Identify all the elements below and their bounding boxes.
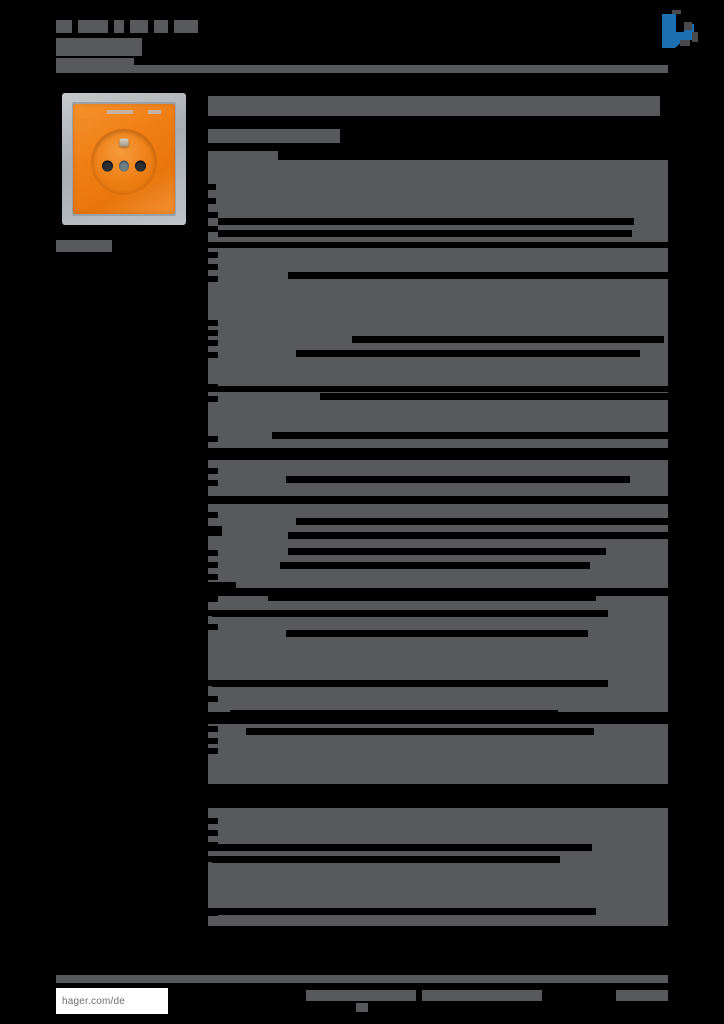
table-cell-mask — [272, 432, 672, 439]
table-cell-mask — [208, 468, 218, 474]
header-text-block — [174, 20, 198, 33]
table-cell-mask — [208, 264, 218, 270]
table-cell-mask — [338, 218, 634, 225]
table-cell-mask — [208, 830, 218, 836]
table-row — [208, 248, 688, 390]
table-cell-mask — [246, 728, 594, 735]
table-cell-mask — [208, 574, 218, 580]
page-title — [208, 96, 660, 116]
table-cell-mask — [208, 252, 218, 258]
table-cell-mask — [208, 696, 218, 702]
document-header — [56, 8, 668, 68]
table-cell-mask — [230, 710, 558, 717]
table-cell-mask — [218, 218, 338, 225]
table-cell-mask — [204, 908, 596, 915]
header-text-block — [130, 20, 148, 33]
table-cell-mask — [352, 336, 664, 343]
hager-logo — [658, 10, 706, 52]
table-cell-mask — [208, 396, 218, 402]
table-cell-mask — [286, 630, 588, 637]
socket-hole-right — [135, 160, 146, 172]
frame-brand-mark-secondary — [148, 110, 161, 114]
table-cell-mask — [296, 350, 640, 357]
table-cell-mask — [208, 184, 216, 190]
table-cell-mask — [208, 582, 236, 588]
table-row — [208, 504, 676, 588]
table-cell-mask — [208, 562, 218, 568]
table-cell-mask — [296, 518, 672, 525]
table-cell-mask — [212, 680, 608, 687]
table-row — [208, 392, 688, 448]
table-cell-mask — [286, 476, 630, 483]
footer-divider — [56, 975, 668, 983]
footer-text-block — [356, 1003, 368, 1012]
footer-url[interactable]: hager.com/de — [56, 988, 168, 1014]
footer-page-number — [616, 990, 668, 1001]
table-cell-mask — [208, 550, 218, 556]
table-cell-mask — [208, 738, 218, 744]
header-text-block — [154, 20, 168, 33]
table-cell-mask — [212, 856, 560, 863]
footer-text-block — [422, 990, 542, 1001]
header-text-block — [56, 58, 134, 66]
table-cell-mask — [208, 330, 218, 336]
header-text-block — [56, 38, 142, 56]
faceplate-tab — [76, 118, 88, 132]
header-divider — [56, 65, 668, 73]
table-cell-mask — [288, 548, 606, 555]
table-row — [208, 160, 668, 242]
mounting-frame — [62, 93, 186, 225]
table-cell-mask — [242, 230, 632, 237]
table-cell-mask — [208, 818, 218, 824]
table-cell-mask — [208, 480, 218, 486]
product-photo — [56, 88, 192, 230]
table-cell-mask — [288, 532, 676, 539]
frame-brand-mark — [107, 110, 133, 114]
table-row — [208, 724, 668, 784]
page-subtitle — [208, 129, 340, 143]
table-cell-mask — [208, 436, 218, 442]
table-cell-mask — [208, 198, 216, 204]
socket-center-contact — [119, 160, 129, 172]
table-cell-mask — [280, 562, 590, 569]
table-cell-mask — [204, 844, 592, 851]
table-row — [208, 594, 668, 717]
footer-text-block — [306, 990, 416, 1001]
socket-faceplate — [73, 104, 175, 214]
product-photo-caption — [56, 240, 112, 252]
header-text-block — [78, 20, 108, 33]
table-cell-mask — [208, 624, 218, 630]
table-cell-mask — [208, 748, 218, 754]
table-cell-mask — [208, 726, 218, 732]
table-row — [204, 808, 668, 926]
table-cell-mask — [288, 272, 688, 279]
table-cell-mask — [208, 340, 218, 346]
table-cell-mask — [208, 596, 218, 602]
socket-hole-left — [102, 160, 113, 172]
table-cell-mask — [208, 276, 218, 282]
table-cell-mask — [208, 526, 222, 536]
table-section-header — [208, 151, 278, 161]
table-cell-mask — [208, 384, 218, 390]
table-cell-mask — [208, 320, 218, 326]
table-cell-mask — [208, 352, 218, 358]
table-cell-mask — [208, 512, 218, 518]
table-cell-mask — [268, 594, 596, 601]
earth-pin-icon — [119, 138, 129, 147]
socket-well — [92, 129, 156, 194]
header-text-block — [56, 20, 72, 33]
table-cell-mask — [320, 393, 688, 400]
table-cell-mask — [208, 212, 218, 218]
footer-url-text: hager.com/de — [62, 995, 125, 1007]
header-text-block — [114, 20, 124, 33]
table-row — [208, 460, 668, 496]
table-cell-mask — [208, 226, 218, 232]
table-cell-mask — [212, 610, 608, 617]
